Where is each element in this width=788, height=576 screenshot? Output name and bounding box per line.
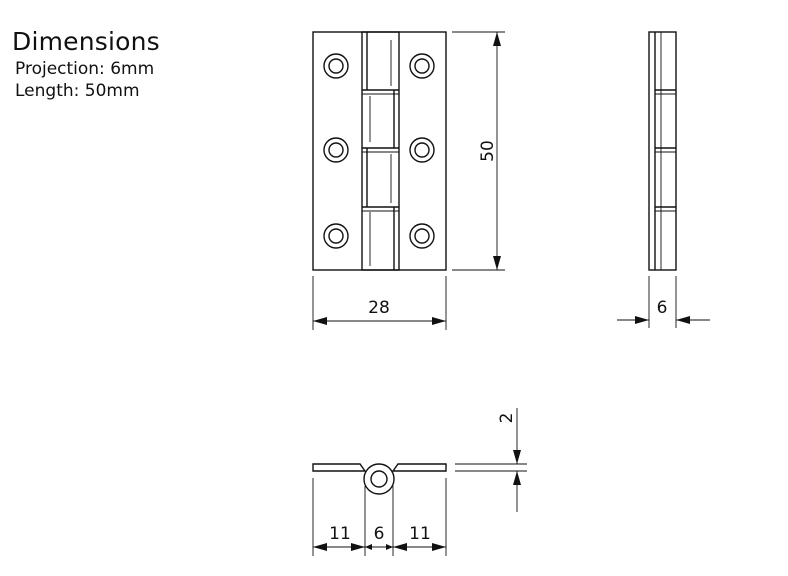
screw-hole-right-middle	[409, 137, 435, 163]
knuckle-outline	[361, 31, 400, 271]
end-leaf-right	[391, 463, 447, 472]
end-view: 2 11 6 11	[312, 408, 527, 556]
plate-thickness-dimension: 2	[455, 408, 527, 512]
side-outline	[648, 31, 677, 271]
screw-hole-left-bottom	[323, 223, 349, 249]
front-plate-outline	[312, 31, 447, 271]
end-knuckle-pin	[370, 470, 388, 488]
side-view: 6	[617, 31, 710, 328]
thickness-dimension-label: 6	[657, 298, 668, 318]
screw-hole-right-bottom	[409, 223, 435, 249]
length-spec: Length: 50mm	[15, 81, 140, 101]
screw-hole-right-top	[409, 53, 435, 79]
title-block: Dimensions Projection: 6mm Length: 50mm	[12, 26, 160, 102]
screw-hole-left-middle	[323, 137, 349, 163]
height-dimension: 50	[452, 31, 505, 271]
width-dimension-label: 28	[368, 298, 390, 318]
leaf-left-dimension-label: 11	[329, 524, 351, 544]
plate-thickness-label: 2	[497, 413, 517, 424]
leaf-right-dimension-label: 11	[409, 524, 431, 544]
knuckle-dimension-label: 6	[374, 524, 385, 544]
front-view: 50 28	[312, 31, 505, 330]
end-knuckle-outer	[363, 463, 395, 495]
thickness-dimension: 6	[617, 276, 710, 328]
bottom-dimensions: 11 6 11	[312, 478, 447, 556]
projection-spec: Projection: 6mm	[15, 59, 155, 79]
height-dimension-label: 50	[478, 140, 498, 162]
drawing-title: Dimensions	[12, 27, 160, 56]
end-leaf-left	[312, 463, 367, 472]
width-dimension: 28	[312, 276, 447, 330]
screw-hole-left-top	[323, 53, 349, 79]
